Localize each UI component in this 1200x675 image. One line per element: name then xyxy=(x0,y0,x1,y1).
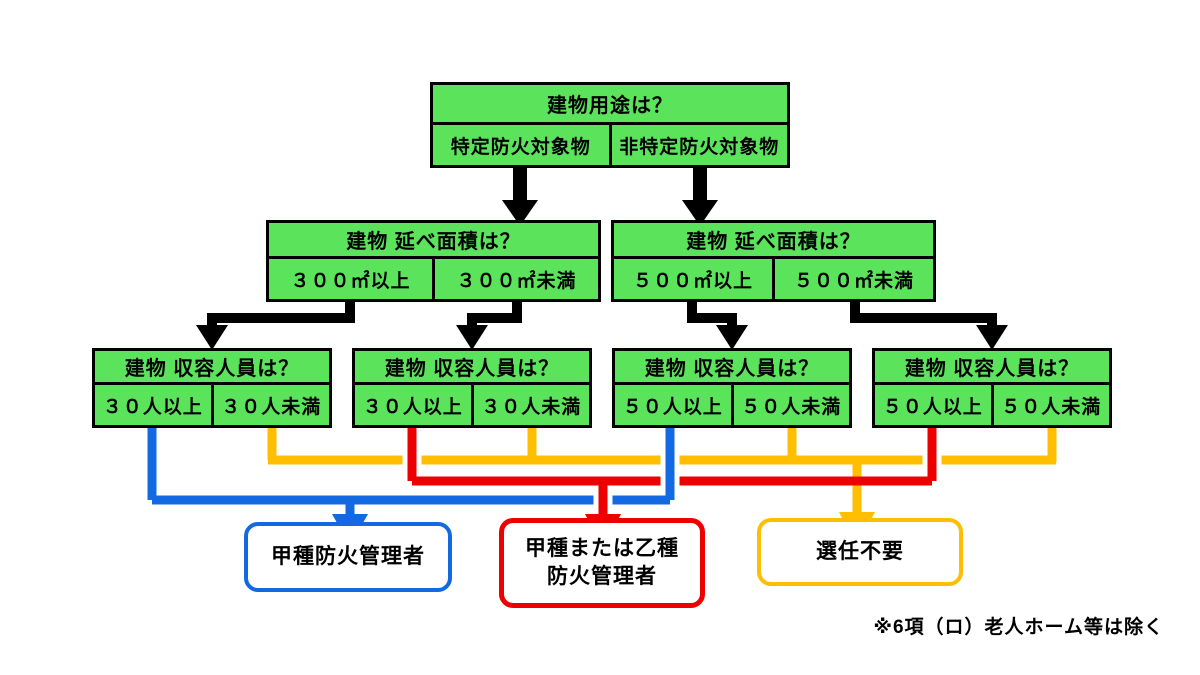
option-nonspecified: 非特定防火対象物 xyxy=(619,136,780,158)
option-300-under: ３００㎡未満 xyxy=(456,270,577,292)
option-30-over: ３０人以上 xyxy=(355,385,474,425)
result-label: 甲種防火管理者 xyxy=(271,544,425,568)
capacity-title: 建物 収容人員は？ xyxy=(95,351,329,385)
result-label-line1: 甲種または乙種 xyxy=(525,536,679,560)
option-30-over: ３０人以上 xyxy=(95,385,214,425)
option-500-over: ５００㎡以上 xyxy=(614,259,775,299)
capacity-box-3: 建物 収容人員は？ ５０人以上 ５０人未満 xyxy=(612,348,852,428)
result-kou-or-otsu-manager: 甲種または乙種 防火管理者 xyxy=(499,518,705,608)
capacity-box-4: 建物 収容人員は？ ５０人以上 ５０人未満 xyxy=(872,348,1112,428)
black-arrow-specified xyxy=(502,166,538,226)
option-50-under: ５０人未満 xyxy=(1001,396,1102,418)
floor-area-box-500: 建物 延べ面積は？ ５００㎡以上 ５００㎡未満 xyxy=(611,220,936,302)
capacity-options: ５０人以上 ５０人未満 xyxy=(615,385,849,425)
capacity-title: 建物 収容人員は？ xyxy=(615,351,849,385)
black-arrow-nonspecified xyxy=(682,166,718,226)
option-300-over: ３００㎡以上 xyxy=(269,259,435,299)
building-use-title: 建物用途は？ xyxy=(433,85,787,125)
building-use-options: 特定防火対象物 非特定防火対象物 xyxy=(433,125,787,165)
option-50-under: ５０人未満 xyxy=(741,396,842,418)
option-50-over: ５０人以上 xyxy=(875,385,994,425)
floor-area-box-300: 建物 延べ面積は？ ３００㎡以上 ３００㎡未満 xyxy=(266,220,601,302)
black-elbow-500under xyxy=(850,300,1008,350)
result-label-line2: 防火管理者 xyxy=(547,565,657,588)
black-elbow-500over xyxy=(687,300,748,350)
option-50-over: ５０人以上 xyxy=(615,385,734,425)
floor-area-title: 建物 延べ面積は？ xyxy=(269,223,598,259)
black-elbow-300over xyxy=(196,300,355,350)
capacity-options: ３０人以上 ３０人未満 xyxy=(355,385,589,425)
result-label: 選任不要 xyxy=(816,539,904,563)
capacity-options: ３０人以上 ３０人未満 xyxy=(95,385,329,425)
option-30-under: ３０人未満 xyxy=(221,396,322,418)
capacity-box-2: 建物 収容人員は？ ３０人以上 ３０人未満 xyxy=(352,348,592,428)
footnote: ※6項（ロ）老人ホーム等は除く xyxy=(873,617,1164,638)
red-connector-rail xyxy=(402,428,942,486)
result-kou-manager: 甲種防火管理者 xyxy=(244,522,452,592)
option-30-under: ３０人未満 xyxy=(481,396,582,418)
floor-area-options: ５００㎡以上 ５００㎡未満 xyxy=(614,259,933,299)
capacity-options: ５０人以上 ５０人未満 xyxy=(875,385,1109,425)
option-500-under: ５００㎡未満 xyxy=(793,270,914,292)
black-elbow-300under xyxy=(456,300,522,350)
result-no-appointment: 選任不要 xyxy=(757,518,963,586)
option-specified: 特定防火対象物 xyxy=(433,125,612,165)
capacity-title: 建物 収容人員は？ xyxy=(355,351,589,385)
floor-area-title: 建物 延べ面積は？ xyxy=(614,223,933,259)
floor-area-options: ３００㎡以上 ３００㎡未満 xyxy=(269,259,598,299)
building-use-box: 建物用途は？ 特定防火対象物 非特定防火対象物 xyxy=(430,82,790,168)
capacity-box-1: 建物 収容人員は？ ３０人以上 ３０人未満 xyxy=(92,348,332,428)
capacity-title: 建物 収容人員は？ xyxy=(875,351,1109,385)
